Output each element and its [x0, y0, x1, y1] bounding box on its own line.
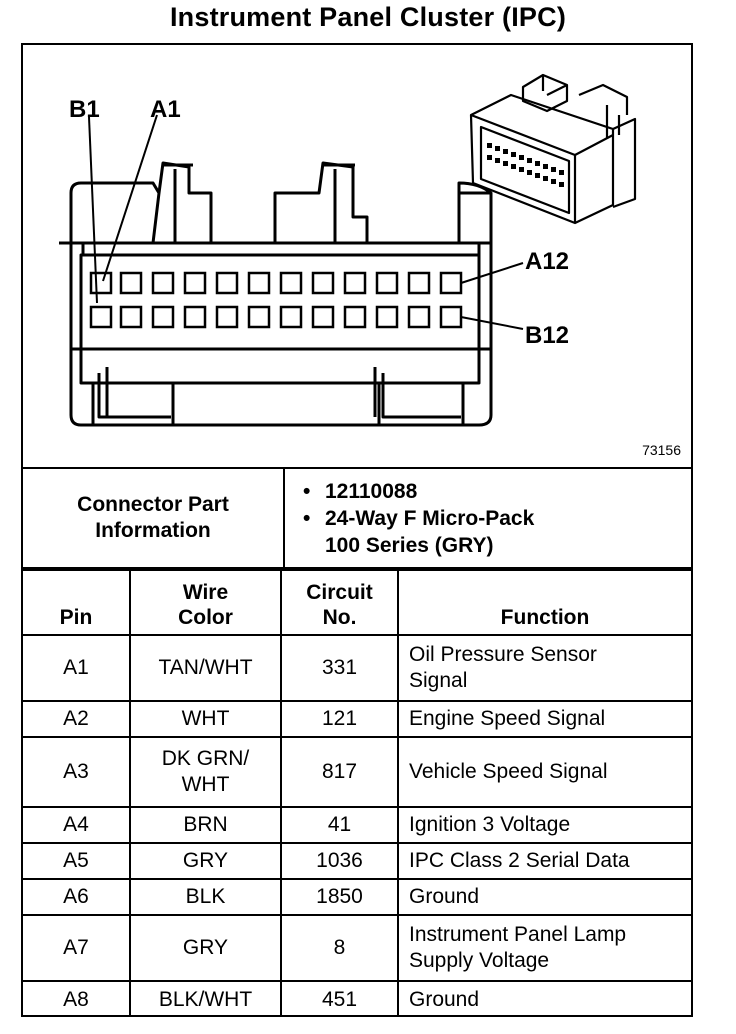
cell-pin: A5 — [23, 842, 131, 880]
figure-id: 73156 — [642, 442, 681, 458]
cell-circuit-no: 8 — [280, 914, 399, 982]
cell-circuit-no: 121 — [280, 700, 399, 738]
header-function: Function — [397, 569, 691, 636]
cell-wire-color: WHT — [129, 700, 282, 738]
cell-wire-color: GRY — [129, 842, 282, 880]
cell-function: Ignition 3 Voltage — [397, 806, 691, 844]
label-b1: B1 — [69, 96, 100, 123]
cell-circuit-no: 41 — [280, 806, 399, 844]
connector-isometric-cavities — [487, 143, 564, 187]
connector-description: 24-Way F Micro-Pack — [325, 506, 535, 530]
cell-pin: A8 — [23, 980, 131, 1017]
cell-circuit-no: 1850 — [280, 878, 399, 916]
label-a1: A1 — [150, 96, 181, 123]
cell-circuit-no: 331 — [280, 634, 399, 702]
cell-wire-color: BLK/WHT — [129, 980, 282, 1017]
cell-pin: A1 — [23, 634, 131, 702]
page-title: Instrument Panel Cluster (IPC) — [169, 2, 567, 32]
cell-wire-color: BLK — [129, 878, 282, 916]
cell-circuit-no: 451 — [280, 980, 399, 1017]
cell-pin: A3 — [23, 736, 131, 808]
cell-pin: A6 — [23, 878, 131, 916]
header-wire-color: Wire Color — [129, 569, 282, 636]
cell-function: Ground — [397, 980, 691, 1017]
cell-pin: A2 — [23, 700, 131, 738]
connector-info-table: Connector Part Information •12110088 •24… — [23, 469, 691, 569]
cell-function: Ground — [397, 878, 691, 916]
cell-function: Vehicle Speed Signal — [397, 736, 691, 808]
cell-circuit-no: 817 — [280, 736, 399, 808]
cell-pin: A7 — [23, 914, 131, 982]
connector-info-label: Connector Part Information — [23, 469, 285, 569]
header-circuit-no: Circuit No. — [280, 569, 399, 636]
label-a12: A12 — [525, 248, 569, 275]
header-pin: Pin — [23, 569, 131, 636]
cell-wire-color: DK GRN/WHT — [129, 736, 282, 808]
connector-series: 100 Series (GRY) — [325, 533, 494, 557]
cell-pin: A4 — [23, 806, 131, 844]
connector-face-drawing: B1 A1 A12 B12 — [59, 73, 637, 427]
cell-wire-color: BRN — [129, 806, 282, 844]
label-b12: B12 — [525, 322, 569, 349]
cell-circuit-no: 1036 — [280, 842, 399, 880]
connector-isometric-sketch — [469, 73, 637, 225]
part-number: 12110088 — [325, 479, 418, 503]
cell-wire-color: TAN/WHT — [129, 634, 282, 702]
pinout-header-row: Pin Wire Color Circuit No. Function — [23, 569, 691, 636]
cell-function: Engine Speed Signal — [397, 700, 691, 738]
connector-diagram: B1 A1 A12 B12 — [23, 45, 691, 469]
connector-sheet: B1 A1 A12 B12 — [21, 43, 693, 1017]
cell-wire-color: GRY — [129, 914, 282, 982]
cell-function: IPC Class 2 Serial Data — [397, 842, 691, 880]
connector-info-values: •12110088 •24-Way F Micro-Pack 100 Serie… — [283, 469, 691, 569]
